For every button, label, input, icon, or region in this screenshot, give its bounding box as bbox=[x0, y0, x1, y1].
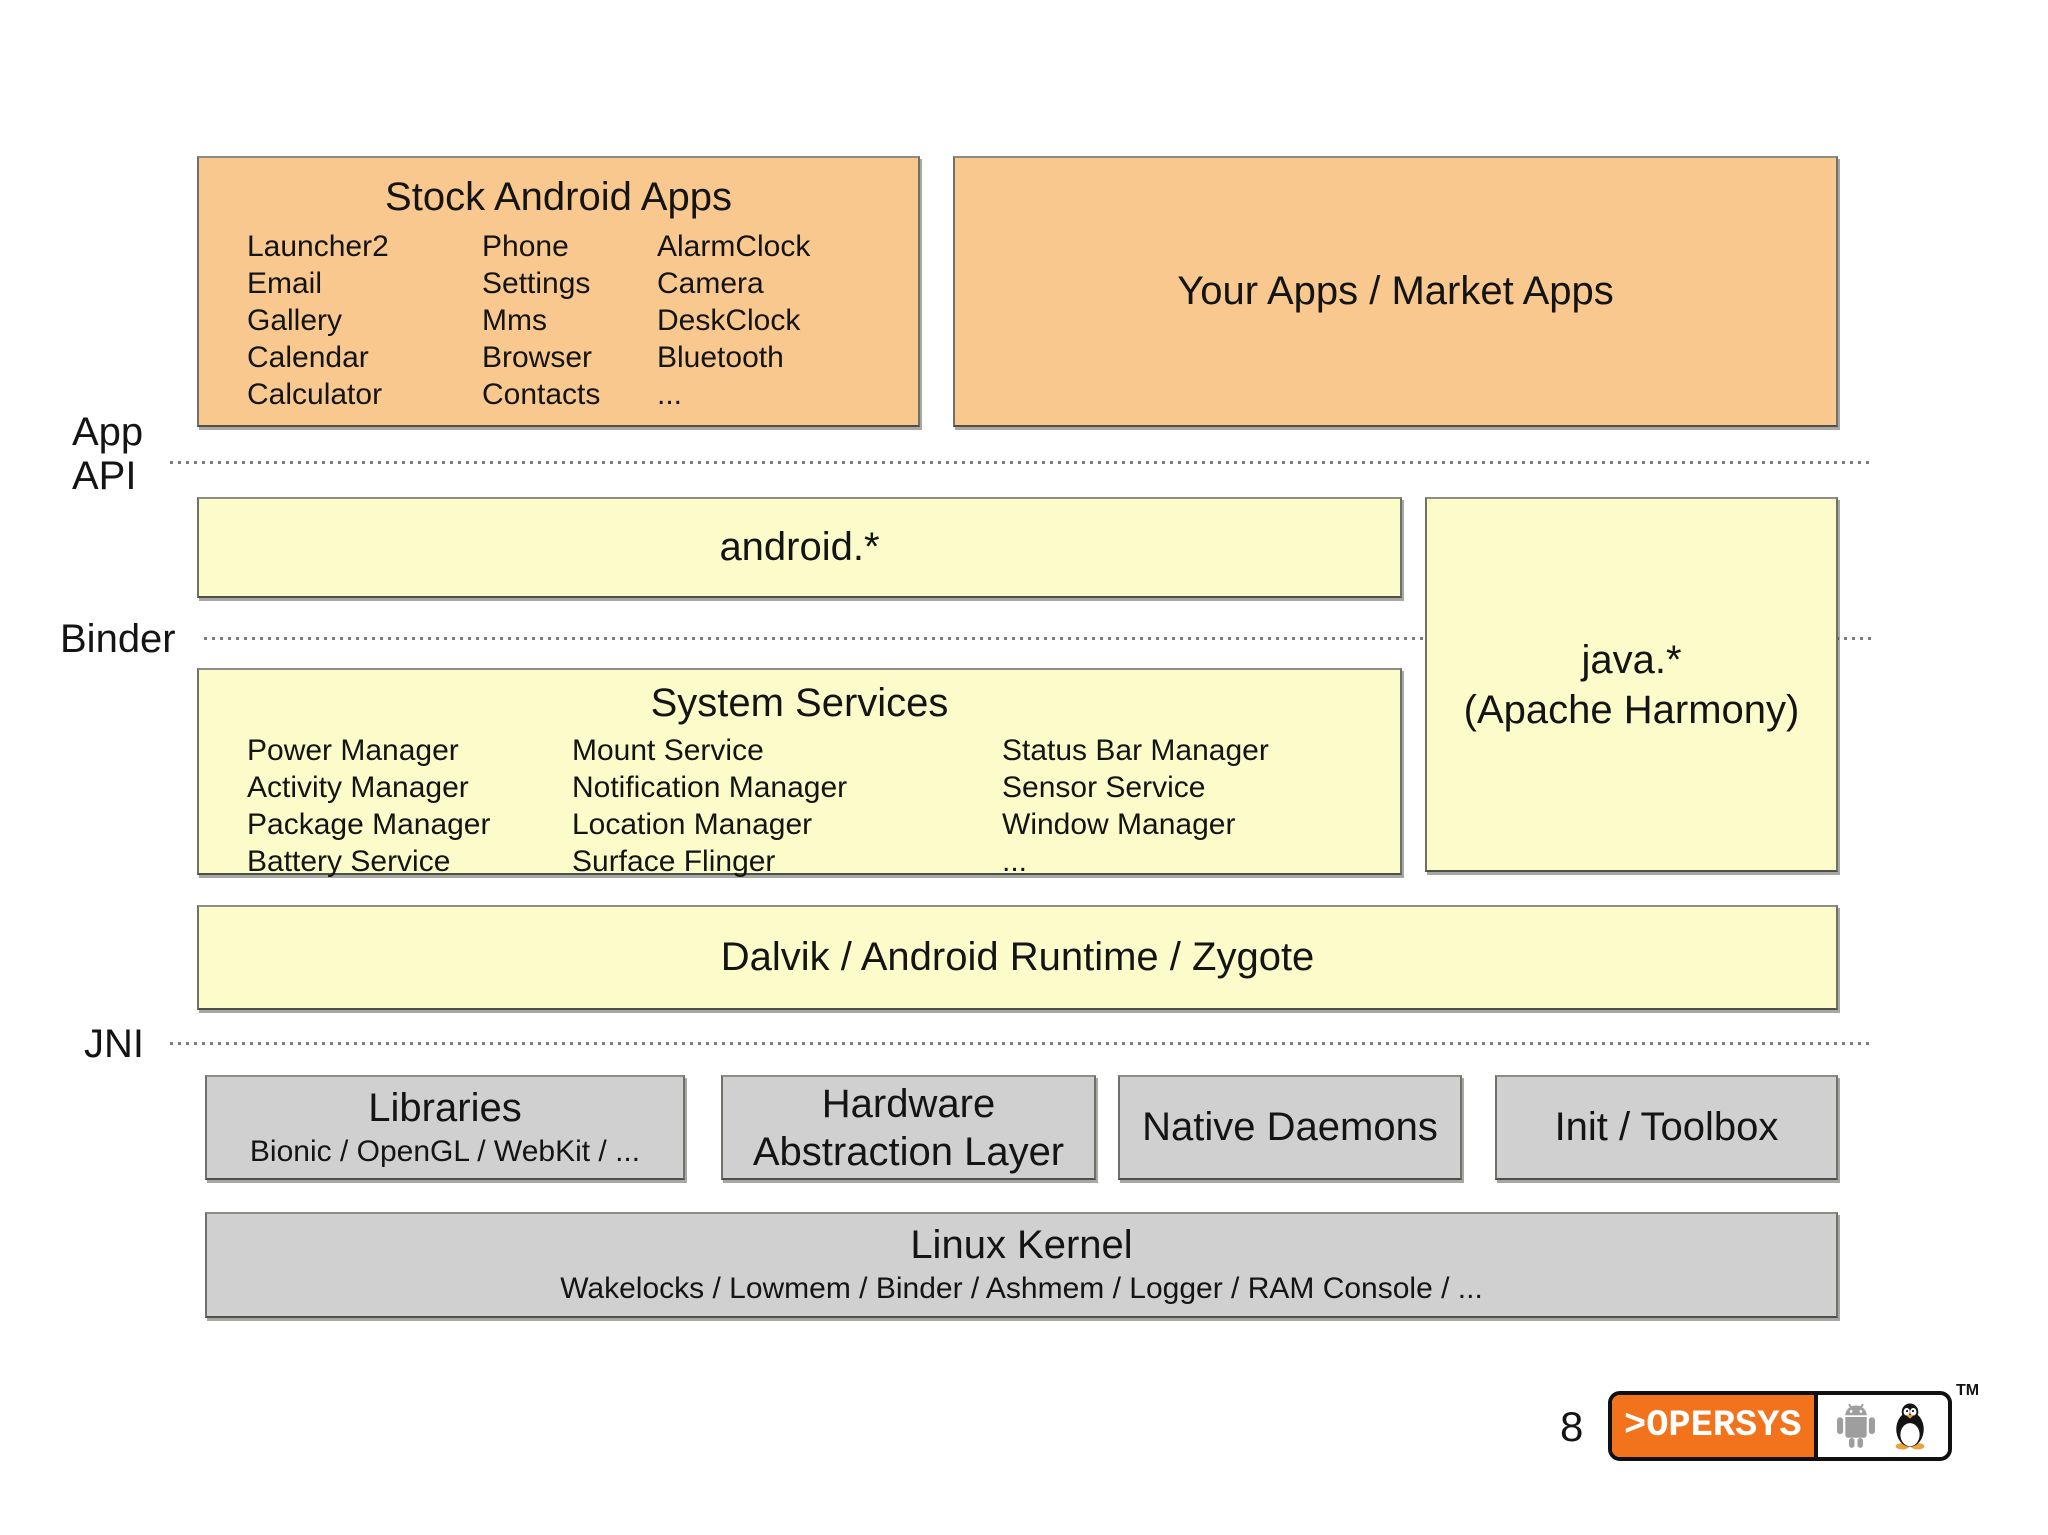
hal-line1: Hardware bbox=[821, 1081, 996, 1126]
linux-kernel-box: Linux Kernel Wakelocks / Lowmem / Binder… bbox=[205, 1212, 1838, 1318]
layer-divider-jni bbox=[170, 1042, 1872, 1045]
linux-kernel-subtitle: Wakelocks / Lowmem / Binder / Ashmem / L… bbox=[560, 1272, 1483, 1305]
java-api-line1: java.* bbox=[1581, 637, 1682, 682]
system-services-column-1: Power Manager Activity Manager Package M… bbox=[247, 732, 572, 880]
linux-kernel-title: Linux Kernel bbox=[910, 1223, 1133, 1267]
app-item: Contacts bbox=[482, 378, 601, 411]
trademark-label: TM bbox=[1956, 1382, 1980, 1399]
hardware-abstraction-layer-box: Hardware Abstraction Layer bbox=[721, 1075, 1096, 1180]
libraries-subtitle: Bionic / OpenGL / WebKit / ... bbox=[249, 1135, 641, 1168]
service-item: Surface Flinger bbox=[572, 845, 776, 878]
system-services-box: System Services Power Manager Activity M… bbox=[197, 668, 1402, 878]
init-toolbox-title: Init / Toolbox bbox=[1554, 1105, 1779, 1149]
service-item: Power Manager bbox=[247, 734, 459, 767]
layer-label-app-api-line2: API bbox=[72, 454, 137, 498]
libraries-title: Libraries bbox=[368, 1086, 522, 1130]
tux-penguin-icon bbox=[1888, 1402, 1932, 1450]
system-services-column-2: Mount Service Notification Manager Locat… bbox=[572, 732, 1002, 880]
app-item: Bluetooth bbox=[657, 341, 784, 374]
java-api-line2: (Apache Harmony) bbox=[1463, 687, 1800, 732]
your-apps-title: Your Apps / Market Apps bbox=[1177, 269, 1614, 313]
service-item: Sensor Service bbox=[1002, 771, 1206, 804]
dalvik-runtime-box: Dalvik / Android Runtime / Zygote bbox=[197, 905, 1838, 1010]
native-daemons-box: Native Daemons bbox=[1118, 1075, 1462, 1180]
layer-label-binder: Binder bbox=[60, 617, 176, 661]
your-apps-market-apps-box: Your Apps / Market Apps bbox=[953, 156, 1838, 427]
stock-apps-column-3: AlarmClock Camera DeskClock Bluetooth ..… bbox=[657, 228, 918, 413]
init-toolbox-box: Init / Toolbox bbox=[1495, 1075, 1838, 1180]
app-item: Email bbox=[247, 267, 323, 300]
app-item: Settings bbox=[482, 267, 591, 300]
opersys-wordmark: >OPERSYS bbox=[1612, 1395, 1818, 1457]
app-item: Browser bbox=[482, 341, 593, 374]
layer-label-app-api-line1: App bbox=[72, 410, 144, 454]
system-services-column-3: Status Bar Manager Sensor Service Window… bbox=[1002, 732, 1400, 880]
layer-divider-binder bbox=[204, 637, 1872, 640]
system-services-columns: Power Manager Activity Manager Package M… bbox=[199, 732, 1400, 880]
app-item: AlarmClock bbox=[657, 230, 811, 263]
app-item: Camera bbox=[657, 267, 764, 300]
app-item: Launcher2 bbox=[247, 230, 389, 263]
layer-label-jni: JNI bbox=[84, 1022, 144, 1066]
system-services-title: System Services bbox=[650, 681, 949, 725]
service-item: Notification Manager bbox=[572, 771, 848, 804]
stock-apps-column-2: Phone Settings Mms Browser Contacts bbox=[482, 228, 657, 413]
stock-android-apps-box: Stock Android Apps Launcher2 Email Galle… bbox=[197, 156, 920, 427]
app-item: Gallery bbox=[247, 304, 343, 337]
android-api-title: android.* bbox=[719, 525, 880, 569]
service-item: Location Manager bbox=[572, 808, 813, 841]
app-item: ... bbox=[657, 378, 683, 411]
opersys-logo: >OPERSYS bbox=[1608, 1391, 1952, 1461]
libraries-box: Libraries Bionic / OpenGL / WebKit / ... bbox=[205, 1075, 685, 1180]
app-item: Calendar bbox=[247, 341, 369, 374]
layer-label-app-api: App API bbox=[72, 410, 143, 498]
service-item: Status Bar Manager bbox=[1002, 734, 1269, 767]
service-item: ... bbox=[1002, 845, 1028, 878]
service-item: Mount Service bbox=[572, 734, 764, 767]
stock-apps-column-1: Launcher2 Email Gallery Calendar Calcula… bbox=[247, 228, 482, 413]
hal-line2: Abstraction Layer bbox=[752, 1129, 1065, 1174]
stock-apps-columns: Launcher2 Email Gallery Calendar Calcula… bbox=[199, 228, 918, 413]
page-number: 8 bbox=[1560, 1403, 1584, 1450]
app-item: Phone bbox=[482, 230, 569, 263]
app-item: DeskClock bbox=[657, 304, 801, 337]
dalvik-runtime-title: Dalvik / Android Runtime / Zygote bbox=[720, 935, 1315, 979]
service-item: Window Manager bbox=[1002, 808, 1236, 841]
android-api-box: android.* bbox=[197, 497, 1402, 598]
android-robot-icon bbox=[1834, 1402, 1878, 1450]
service-item: Battery Service bbox=[247, 845, 451, 878]
opersys-logo-icons bbox=[1817, 1395, 1948, 1457]
service-item: Activity Manager bbox=[247, 771, 469, 804]
native-daemons-title: Native Daemons bbox=[1142, 1105, 1438, 1149]
app-item: Mms bbox=[482, 304, 547, 337]
service-item: Package Manager bbox=[247, 808, 491, 841]
app-item: Calculator bbox=[247, 378, 383, 411]
java-apache-harmony-box: java.* (Apache Harmony) bbox=[1425, 497, 1838, 872]
layer-divider-app-api bbox=[170, 461, 1872, 464]
stock-android-apps-title: Stock Android Apps bbox=[385, 175, 732, 219]
